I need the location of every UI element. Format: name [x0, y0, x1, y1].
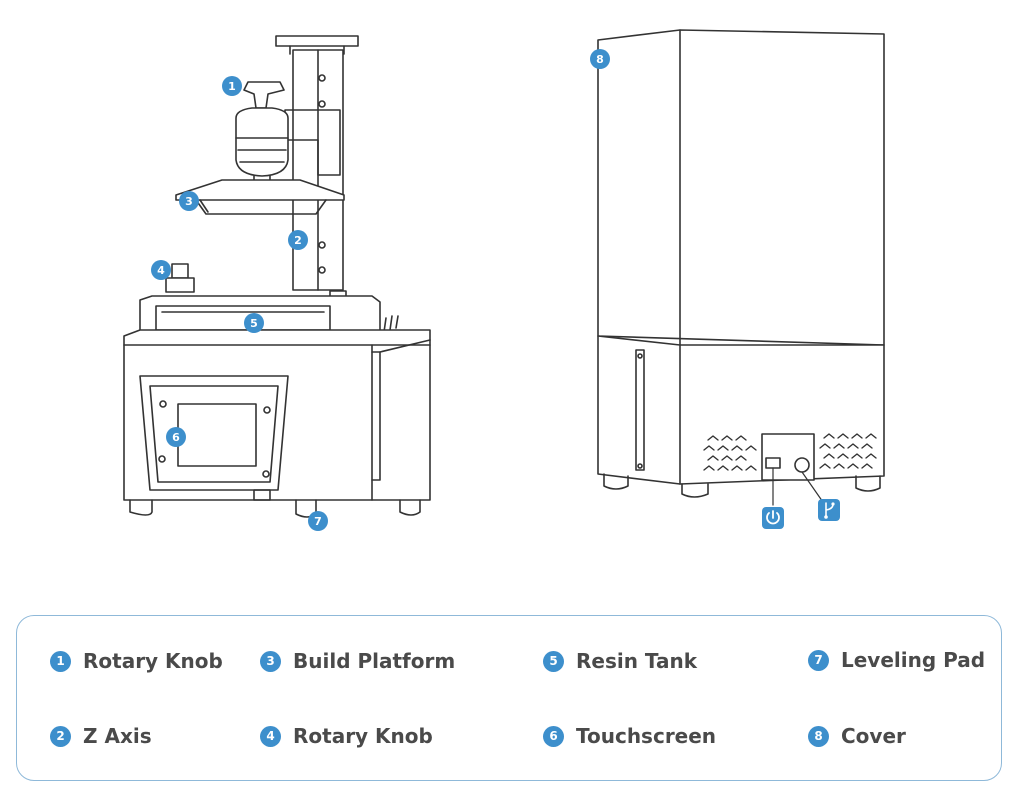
legend-panel [16, 615, 1002, 781]
callout-3: 3 [179, 191, 199, 211]
legend-item-6: 6 Touchscreen [543, 724, 716, 748]
legend-item-5: 5 Resin Tank [543, 649, 697, 673]
legend-label: Leveling Pad [841, 648, 986, 672]
svg-text:4: 4 [157, 264, 165, 277]
usb-icon [818, 499, 840, 521]
legend-number: 4 [260, 725, 281, 747]
printer-diagram: 1 2 3 4 5 6 7 8 [123, 29, 885, 531]
legend-label: Resin Tank [576, 649, 698, 673]
rotary-knob-1 [243, 81, 285, 109]
callout-2: 2 [288, 230, 308, 250]
svg-text:7: 7 [314, 515, 322, 528]
legend-label: Rotary Knob [83, 649, 223, 673]
printer-base [123, 329, 431, 501]
svg-text:5: 5 [250, 317, 258, 330]
svg-text:6: 6 [172, 431, 180, 444]
legend-number: 6 [543, 725, 564, 747]
legend-number: 2 [50, 725, 71, 747]
panel-bezel [149, 385, 279, 483]
vent-right [819, 433, 877, 469]
legend-label: Cover [841, 724, 906, 748]
printer-cover [597, 29, 885, 346]
power-icon [762, 507, 784, 529]
svg-text:3: 3 [185, 195, 193, 208]
svg-text:8: 8 [596, 53, 604, 66]
legend-item-3: 3 Build Platform [260, 649, 455, 673]
legend-item-7: 7 Leveling Pad [808, 648, 985, 672]
touchscreen [177, 403, 257, 467]
rotary-knob-4 [171, 263, 189, 279]
legend-item-2: 2 Z Axis [50, 724, 152, 748]
svg-text:2: 2 [294, 234, 302, 247]
callout-7: 7 [308, 511, 328, 531]
legend-item-1: 1 Rotary Knob [50, 649, 223, 673]
svg-text:1: 1 [228, 80, 236, 93]
legend-number: 5 [543, 650, 564, 672]
callout-8: 8 [590, 49, 610, 69]
legend-label: Z Axis [83, 724, 152, 748]
back-view-printer [597, 29, 885, 506]
callout-5: 5 [244, 313, 264, 333]
callout-1: 1 [222, 76, 242, 96]
vent-left [703, 435, 757, 471]
legend-label: Rotary Knob [293, 724, 433, 748]
legend-number: 8 [808, 725, 829, 747]
legend-item-8: 8 Cover [808, 724, 906, 748]
legend-label: Touchscreen [576, 724, 717, 748]
legend-number: 1 [50, 650, 71, 672]
port-panel [761, 433, 815, 481]
legend-number: 7 [808, 649, 829, 671]
front-view-printer [123, 35, 431, 518]
callout-4: 4 [151, 260, 171, 280]
legend-item-4: 4 Rotary Knob [260, 724, 433, 748]
legend-label: Build Platform [293, 649, 456, 673]
callout-6: 6 [166, 427, 186, 447]
legend-number: 3 [260, 650, 281, 672]
build-platform [175, 179, 345, 201]
